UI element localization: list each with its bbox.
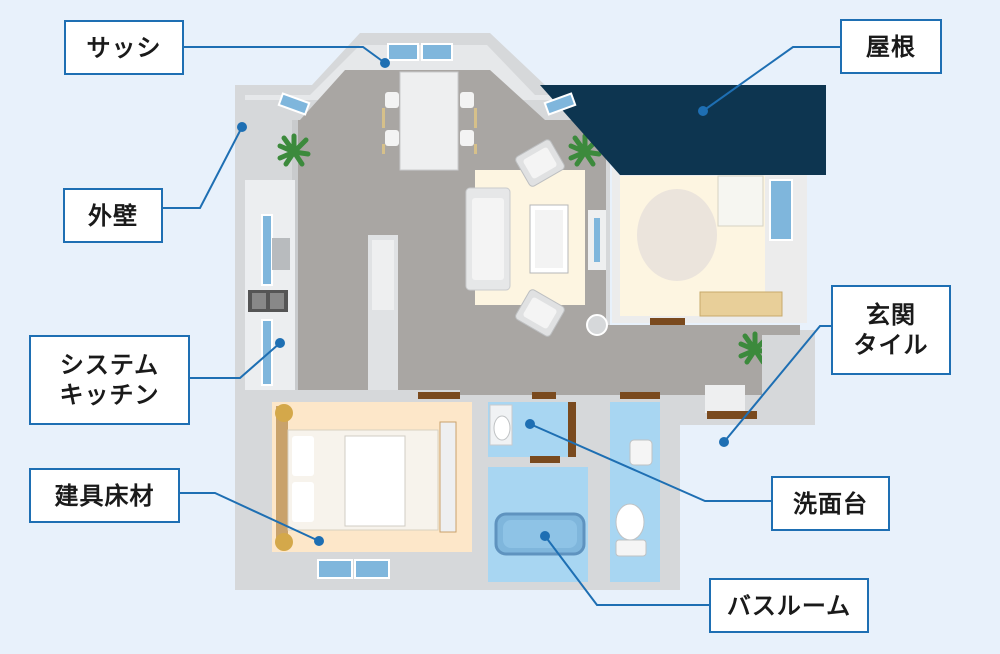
label-sash: サッシ (64, 20, 184, 75)
label-entrance-tile: 玄関 タイル (831, 285, 951, 375)
entrance (705, 335, 802, 419)
dining-set (382, 71, 477, 171)
label-exterior-wall: 外壁 (63, 188, 163, 243)
leader-dots (237, 58, 729, 546)
label-system-kitchen: システム キッチン (29, 335, 190, 425)
sash-windows (277, 43, 577, 116)
door-markers (418, 392, 660, 399)
leader-lines (163, 46, 841, 606)
lounge-area (465, 139, 608, 337)
label-bathroom: バスルーム (709, 578, 869, 633)
label-washstand: 洗面台 (771, 476, 890, 531)
label-roof: 屋根 (840, 19, 942, 74)
label-fixtures-flooring: 建具床材 (29, 468, 180, 523)
toilet-room (600, 395, 680, 590)
bedroom-lower (240, 395, 475, 590)
roof-shape (540, 85, 826, 175)
kitchen-counter (245, 180, 295, 390)
island-counter (368, 235, 398, 390)
bedroom-upper (612, 168, 807, 325)
washroom (478, 395, 600, 590)
